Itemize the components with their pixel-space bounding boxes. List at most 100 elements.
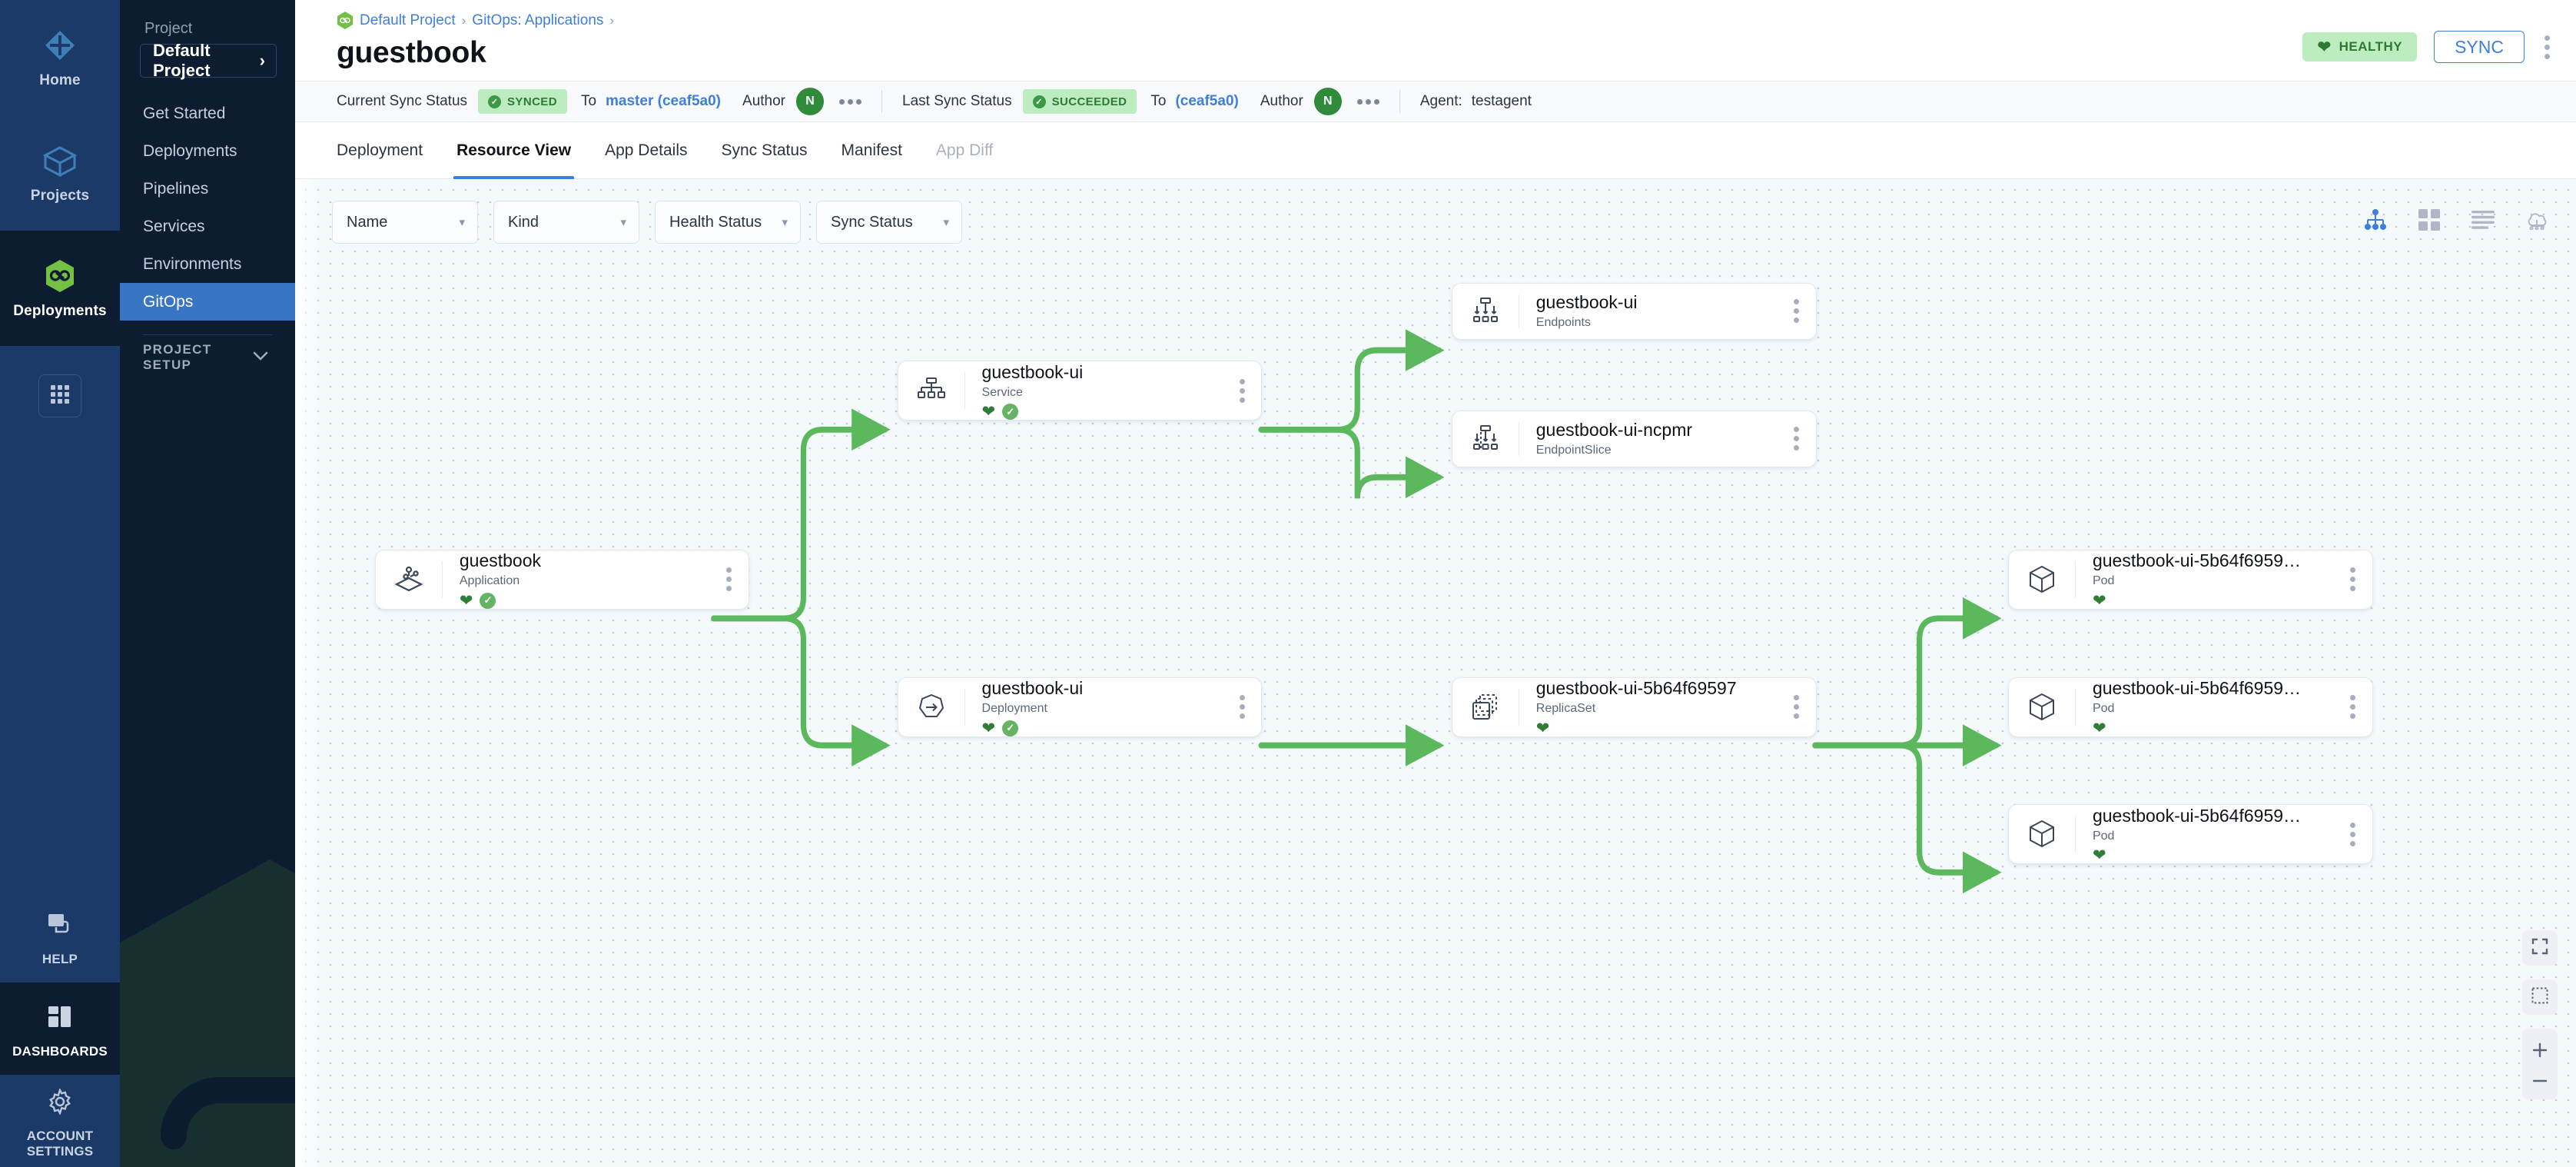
node-status: ❤ ✓: [982, 404, 1223, 421]
rail-item-home[interactable]: Home: [0, 0, 120, 115]
graph-node-pod-2[interactable]: guestbook-ui-5b64f6959… Pod ❤: [2007, 677, 2373, 737]
node-name: guestbook-ui-ncpmr: [1535, 420, 1693, 441]
sidebar-project-setup-label: PROJECT SETUP: [143, 342, 212, 372]
node-name: guestbook-ui-5b64f6959…: [2092, 678, 2302, 699]
sidebar-item-gitops[interactable]: GitOps: [120, 283, 295, 321]
node-menu-button[interactable]: [2334, 695, 2372, 720]
infinity-hex-icon: [41, 257, 79, 295]
breadcrumb-item-gitops-applications[interactable]: GitOps: Applications: [472, 12, 604, 28]
avatar[interactable]: N: [796, 88, 824, 115]
fit-screen-icon: [2531, 937, 2549, 959]
filter-name[interactable]: Name ▾: [332, 201, 478, 244]
node-kind: EndpointSlice: [1535, 444, 1612, 457]
tab-deployment[interactable]: Deployment: [337, 141, 423, 159]
rail-item-label: Projects: [30, 188, 90, 204]
node-body: guestbook-ui-5b64f6959… Pod ❤: [2076, 806, 2334, 864]
fit-screen-button[interactable]: [2522, 930, 2558, 966]
filter-sync-status[interactable]: Sync Status ▾: [816, 201, 962, 244]
current-sync-to-label: To: [580, 93, 597, 109]
zoom-out-icon[interactable]: [2531, 1073, 2548, 1087]
kebab-horizontal-icon[interactable]: [839, 98, 861, 105]
node-kind: Deployment: [981, 702, 1047, 716]
zoom-in-icon[interactable]: [2531, 1042, 2548, 1062]
graph-node-endpoints[interactable]: guestbook-ui Endpoints: [1451, 282, 1817, 340]
node-kind: ReplicaSet: [1535, 702, 1596, 716]
node-name: guestbook-ui-5b64f6959…: [2092, 550, 2302, 571]
avatar[interactable]: N: [1313, 88, 1342, 115]
rail-item-projects[interactable]: Projects: [0, 115, 120, 231]
zoom-buttons: [2522, 1029, 2558, 1099]
apps-grid-button[interactable]: [38, 374, 81, 417]
tab-manifest[interactable]: Manifest: [841, 141, 902, 159]
list-view-icon[interactable]: [2470, 207, 2496, 233]
node-menu-button[interactable]: [1223, 378, 1261, 403]
graph-node-pod-1[interactable]: guestbook-ui-5b64f6959… Pod ❤: [2007, 549, 2373, 610]
node-menu-button[interactable]: [1778, 299, 1816, 324]
filter-label: Name: [347, 213, 388, 231]
rail-item-label: DASHBOARDS: [12, 1044, 108, 1059]
tab-resource-view[interactable]: Resource View: [440, 122, 588, 179]
graph-node-deployment[interactable]: guestbook-ui Deployment ❤ ✓: [897, 677, 1263, 737]
project-label: Project: [144, 20, 193, 37]
graph-node-endpointslice[interactable]: guestbook-ui-ncpmr EndpointSlice: [1451, 410, 1817, 467]
svg-text:?: ?: [53, 915, 59, 926]
node-kind: Service: [981, 385, 1023, 399]
last-sync-status-value: SUCCEEDED: [1051, 95, 1127, 108]
chevron-right-icon: ›: [259, 51, 265, 70]
heart-icon: ❤: [2092, 591, 2106, 610]
heart-icon: ❤: [981, 719, 996, 737]
sidebar-project-setup[interactable]: PROJECT SETUP: [120, 335, 295, 380]
graph-node-application[interactable]: guestbook Application ❤ ✓: [374, 549, 749, 610]
breadcrumb-item-default-project[interactable]: Default Project: [360, 12, 456, 28]
grid-view-icon[interactable]: [2416, 207, 2442, 233]
node-menu-button[interactable]: [2334, 822, 2372, 846]
kebab-horizontal-icon[interactable]: [1356, 98, 1379, 105]
check-circle-icon: ✓: [1002, 720, 1019, 736]
sidebar-item-label: GitOps: [143, 292, 194, 311]
node-menu-button[interactable]: [710, 567, 749, 592]
gear-icon: [41, 1082, 79, 1121]
graph-node-service[interactable]: guestbook-ui Service ❤ ✓: [897, 361, 1263, 421]
graph-node-replicaset[interactable]: guestbook-ui-5b64f69597 ReplicaSet ❤: [1451, 677, 1817, 737]
kebab-vertical-icon[interactable]: [2541, 32, 2553, 62]
node-kind: Endpoints: [1535, 316, 1591, 330]
tab-sync-status[interactable]: Sync Status: [721, 141, 808, 159]
apps-grid-block: [0, 346, 120, 446]
node-menu-button[interactable]: [2334, 567, 2372, 592]
graph-node-pod-3[interactable]: guestbook-ui-5b64f6959… Pod ❤: [2007, 804, 2373, 865]
tab-app-diff: App Diff: [935, 141, 994, 159]
cloud-topology-icon[interactable]: [2524, 207, 2550, 233]
rail-item-help[interactable]: ? HELP: [0, 890, 120, 982]
current-sync-revision-link[interactable]: master (ceaf5a0): [606, 93, 722, 109]
sidebar-item-environments[interactable]: Environments: [120, 245, 295, 283]
sync-button[interactable]: SYNC: [2434, 31, 2525, 63]
node-kind: Pod: [2092, 702, 2115, 716]
current-sync-status-label: Current Sync Status: [337, 93, 468, 109]
sidebar-item-deployments[interactable]: Deployments: [120, 132, 295, 170]
filter-kind[interactable]: Kind ▾: [493, 201, 639, 244]
rail-item-dashboards[interactable]: DASHBOARDS: [0, 982, 120, 1075]
replicaset-icon: [1452, 692, 1519, 723]
sidebar-item-get-started[interactable]: Get Started: [120, 95, 295, 132]
rail-item-deployments[interactable]: Deployments: [0, 231, 120, 346]
agent-value: testagent: [1471, 93, 1532, 109]
header-actions: ❤ HEALTHY SYNC: [2302, 31, 2553, 63]
node-menu-button[interactable]: [1778, 427, 1816, 451]
node-name: guestbook-ui: [981, 678, 1084, 699]
project-selector[interactable]: Default Project ›: [140, 41, 277, 80]
endpoints-icon: [1452, 297, 1519, 325]
last-sync-revision-link[interactable]: (ceaf5a0): [1175, 93, 1239, 109]
sidebar-item-pipelines[interactable]: Pipelines: [120, 170, 295, 208]
resource-graph-canvas[interactable]: Name ▾ Kind ▾ Health Status ▾ Sync Statu…: [295, 179, 2576, 1167]
tab-app-details[interactable]: App Details: [605, 141, 688, 159]
node-menu-button[interactable]: [1778, 695, 1816, 720]
sidebar-item-services[interactable]: Services: [120, 208, 295, 245]
graph-view-icon[interactable]: [2362, 207, 2388, 233]
rail-item-account-settings[interactable]: ACCOUNT SETTINGS: [0, 1075, 120, 1167]
select-box-button[interactable]: [2522, 979, 2558, 1015]
last-sync-status-label: Last Sync Status: [902, 93, 1012, 109]
filter-health-status[interactable]: Health Status ▾: [655, 201, 801, 244]
check-icon: ✓: [1032, 95, 1046, 108]
check-icon: ✓: [488, 95, 502, 108]
node-menu-button[interactable]: [1223, 695, 1261, 720]
